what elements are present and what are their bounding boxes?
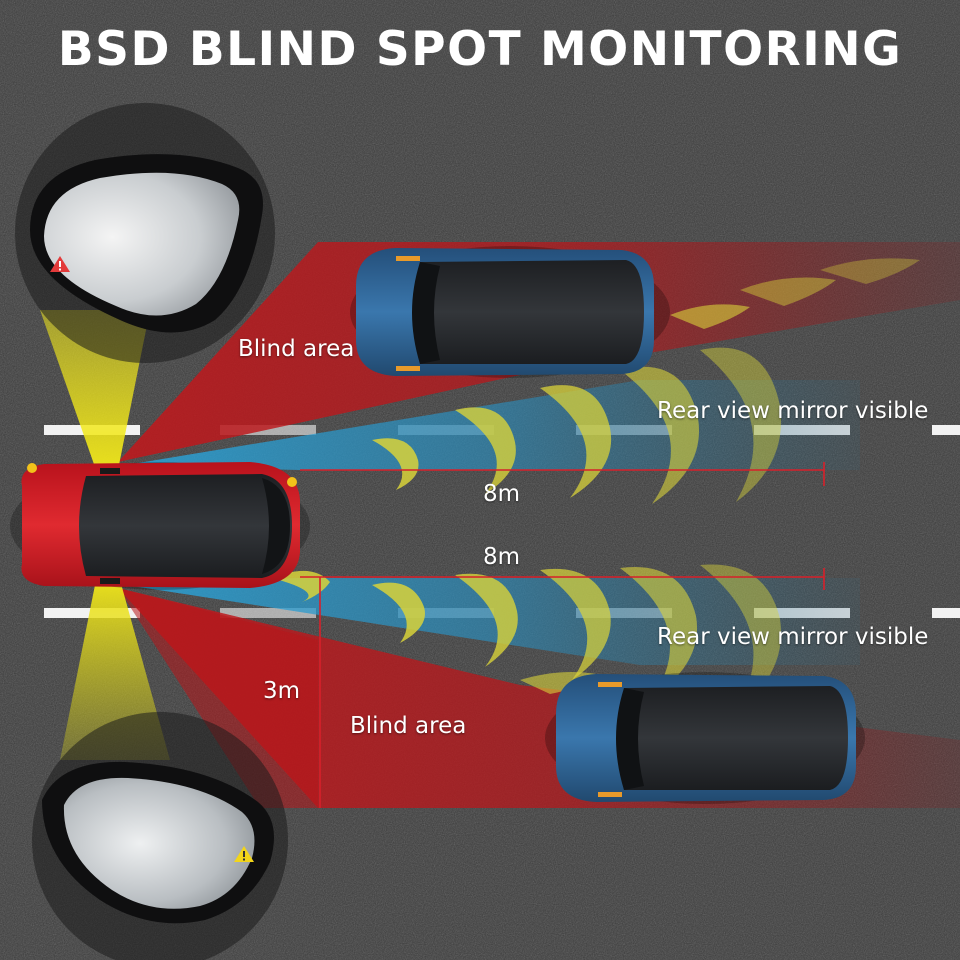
width-label-lower: 3m <box>263 678 301 704</box>
warning-triangle-red-icon <box>50 256 70 272</box>
blind-zone-edge-lower <box>118 588 318 808</box>
blind-area-label-upper: Blind area <box>238 336 355 362</box>
blue-car-lower <box>545 672 865 804</box>
distance-label-upper: 8m <box>483 481 521 507</box>
ego-car <box>10 462 310 590</box>
mirror-visible-label-lower: Rear view mirror visible <box>657 624 929 650</box>
warning-triangle-yellow-icon <box>234 846 254 862</box>
blind-area-label-lower: Blind area <box>350 713 467 739</box>
page-title: BSD BLIND SPOT MONITORING <box>57 22 903 77</box>
detection-waves-upper <box>372 258 920 504</box>
distance-label-lower: 8m <box>483 544 521 570</box>
blue-car-upper <box>350 246 670 378</box>
upper-mirror-inset <box>15 103 275 363</box>
mirror-visible-label-upper: Rear view mirror visible <box>657 398 929 424</box>
detection-waves-lower <box>272 564 782 711</box>
lower-mirror-inset <box>32 712 288 960</box>
measure-lines <box>300 462 825 808</box>
